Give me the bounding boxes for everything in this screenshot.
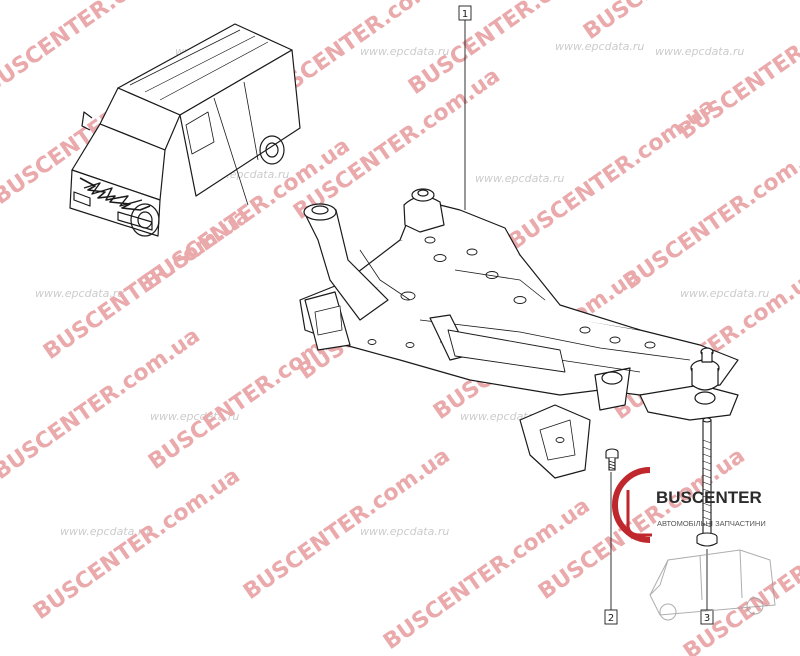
callout-3[interactable]: 3 — [700, 609, 714, 625]
watermark-epc-text: www.epcdata.ru — [360, 45, 449, 58]
watermark-epc-text: www.epcdata.ru — [680, 287, 769, 300]
buscenter-logo: BUSCENTER АВТОМОБІЛЬНІ ЗАПЧАСТИНИ — [612, 467, 776, 621]
watermark-bus-text: BUSCENTER.com.ua — [579, 0, 795, 45]
watermark-epc-text: www.epcdata.ru — [360, 525, 449, 538]
leader-lines — [464, 20, 708, 610]
callout-number: 1 — [462, 9, 468, 20]
callout-1[interactable]: 1 — [458, 5, 472, 21]
bolt-icon — [605, 448, 619, 471]
watermark-bus-text: BUSCENTER.com.ua — [289, 63, 505, 224]
callout-2[interactable]: 2 — [604, 609, 618, 625]
logo-ring-icon — [612, 467, 651, 543]
watermark-bus-text: BUSCENTER.com.ua — [29, 463, 245, 624]
logo-brand: BUSCENTER — [656, 488, 762, 507]
watermark-epc-text: www.epcdata.ru — [35, 287, 124, 300]
logo-van-icon — [649, 549, 776, 621]
watermark-epc-text: www.epcdata.ru — [60, 525, 149, 538]
callout-box — [458, 5, 472, 21]
front-subframe-icon — [299, 188, 739, 479]
callout-number: 2 — [608, 613, 614, 624]
stud-bolt-icon — [696, 417, 718, 547]
watermark-epc: www.epcdata.ru www.epcdata.ru www.epcdat… — [35, 40, 769, 538]
watermark-epc-text: www.epcdata.ru — [475, 172, 564, 185]
watermark-epc-text: www.epcdata.ru — [150, 410, 239, 423]
watermark-epc-text: www.epcdata.ru — [655, 45, 744, 58]
watermark-epc-text: www.epcdata.ru — [555, 40, 644, 53]
callout-box — [604, 609, 618, 625]
logo-tagline: АВТОМОБІЛЬНІ ЗАПЧАСТИНИ — [657, 519, 766, 528]
callout-number: 3 — [704, 613, 710, 624]
callout-box — [700, 609, 714, 625]
van-thumbnail-icon — [69, 23, 301, 237]
